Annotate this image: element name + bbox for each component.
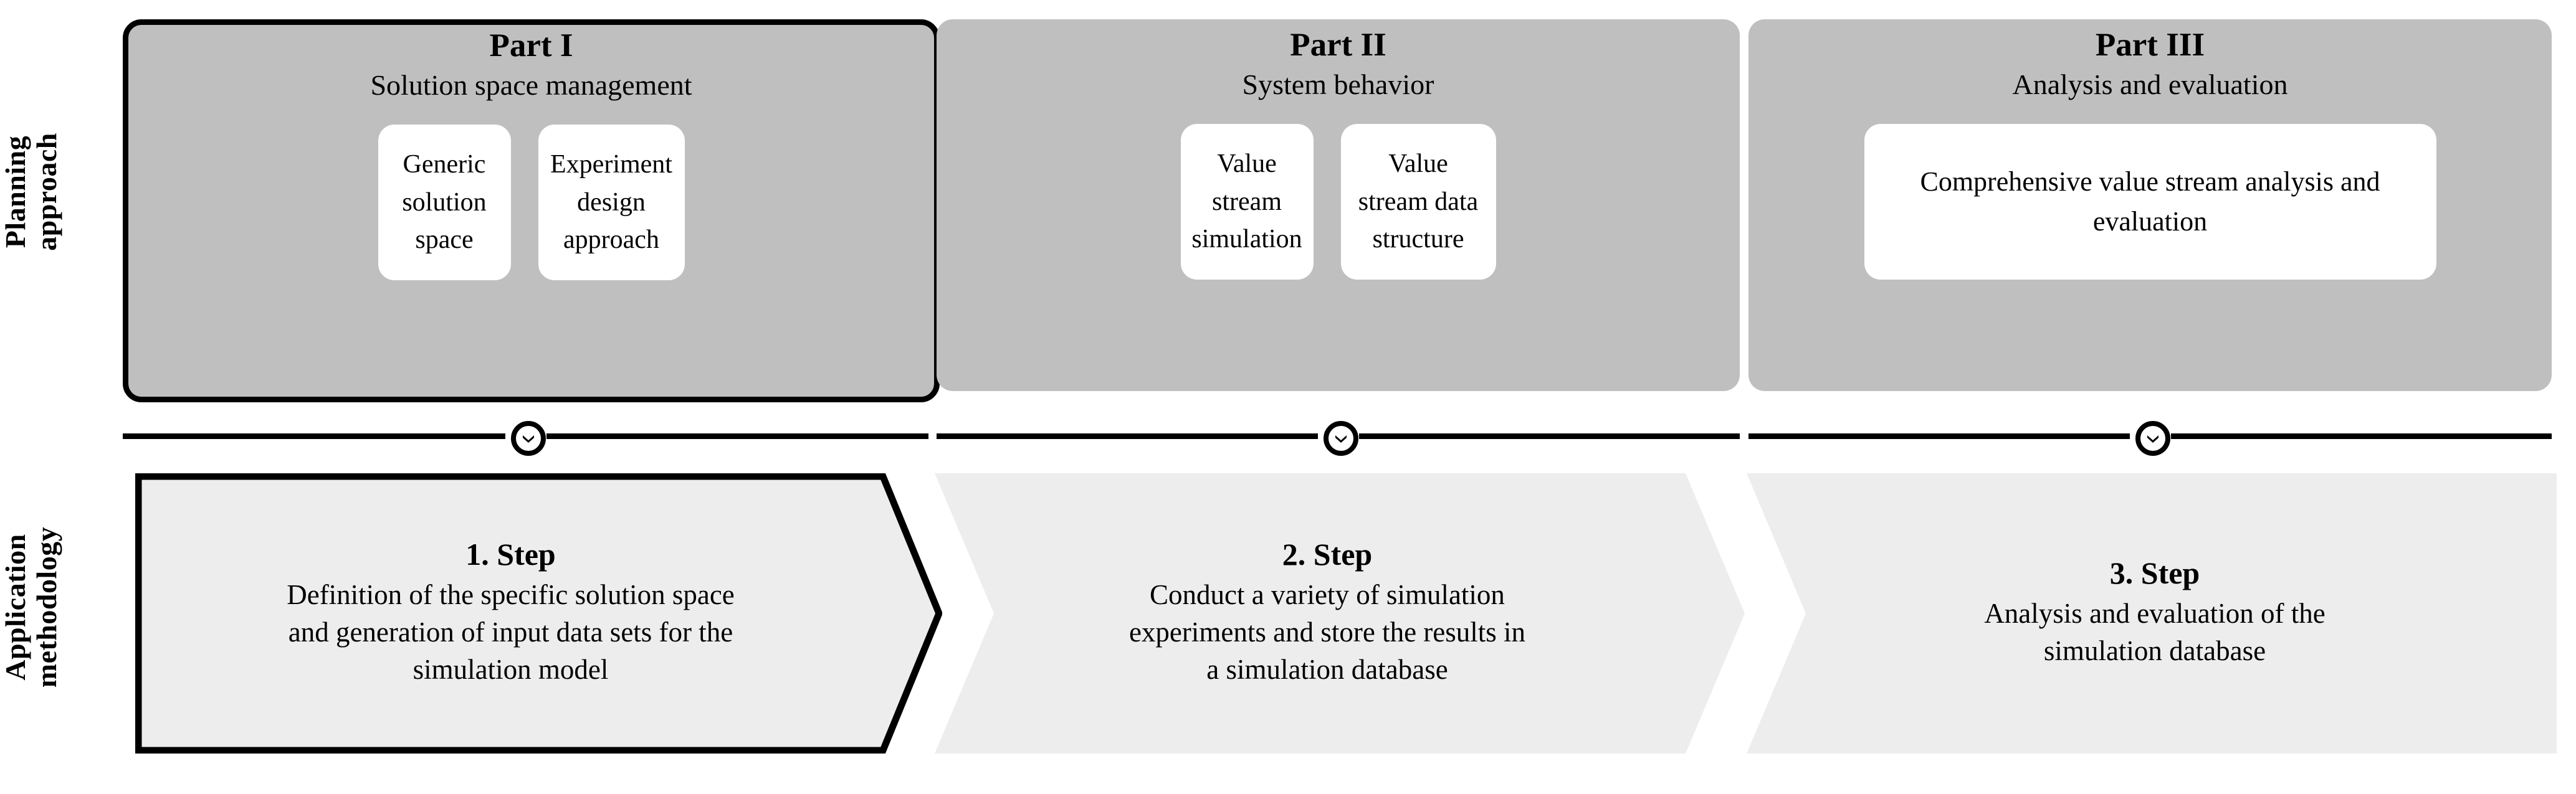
subbox-value-stream-data-structure[interactable]: Value stream data structure: [1340, 124, 1496, 280]
connector-line-left-1: [123, 433, 505, 439]
row-label-planning-approach: Planning approach: [0, 133, 62, 251]
connector-line-right-3: [2170, 433, 2552, 439]
part-subboxes-3: Comprehensive value stream analysis and …: [1748, 124, 2552, 280]
part-card-3[interactable]: Part III Analysis and evaluation Compreh…: [1748, 19, 2552, 391]
chevron-down-icon: [522, 435, 534, 443]
part-title-2: Part II: [1290, 27, 1386, 63]
connector-circle-3[interactable]: [2135, 421, 2170, 456]
part-subboxes-2: Value stream simulation Value stream dat…: [937, 124, 1740, 280]
part-card-2[interactable]: Part II System behavior Value stream sim…: [937, 19, 1740, 391]
part-subtitle-3: Analysis and evaluation: [2012, 69, 2288, 100]
subbox-generic-solution-space[interactable]: Generic solution space: [378, 125, 511, 280]
part-subtitle-2: System behavior: [1242, 69, 1434, 100]
connector-2: [937, 405, 1740, 467]
connector-circle-2[interactable]: [1323, 421, 1358, 456]
connector-line-left-2: [937, 433, 1318, 439]
step-arrow-2[interactable]: 2. Step Conduct a variety of simulation …: [935, 473, 1745, 754]
connector-circle-1[interactable]: [510, 421, 546, 456]
part-title-1: Part I: [489, 27, 573, 64]
step-arrow-shape-3: [1747, 473, 2557, 754]
subbox-value-stream-simulation[interactable]: Value stream simulation: [1180, 124, 1314, 280]
connector-1: [123, 405, 928, 467]
part-card-1[interactable]: Part I Solution space management Generic…: [123, 19, 940, 402]
part-subtitle-1: Solution space management: [370, 69, 692, 101]
connector-line-left-3: [1748, 433, 2130, 439]
step-arrow-shape-2: [935, 473, 1745, 754]
part-title-3: Part III: [2095, 27, 2205, 63]
step-arrow-1[interactable]: 1. Step Definition of the specific solut…: [135, 473, 942, 754]
diagram-canvas: Planning approach Application methodolog…: [0, 19, 2576, 754]
connector-line-right-1: [546, 433, 928, 439]
connector-line-right-2: [1358, 433, 1740, 439]
chevron-down-icon: [1335, 435, 1347, 443]
subbox-experiment-design-approach[interactable]: Experiment design approach: [538, 125, 685, 280]
step-arrow-row: 1. Step Definition of the specific solut…: [0, 473, 2576, 754]
subbox-comprehensive-value-stream-analysis[interactable]: Comprehensive value stream analysis and …: [1864, 124, 2436, 280]
step-arrow-3[interactable]: 3. Step Analysis and evaluation of the s…: [1747, 473, 2557, 754]
step-arrow-shape-1: [135, 473, 942, 754]
connector-3: [1748, 405, 2552, 467]
chevron-down-icon: [2147, 435, 2159, 443]
part-subboxes-1: Generic solution space Experiment design…: [128, 125, 934, 280]
